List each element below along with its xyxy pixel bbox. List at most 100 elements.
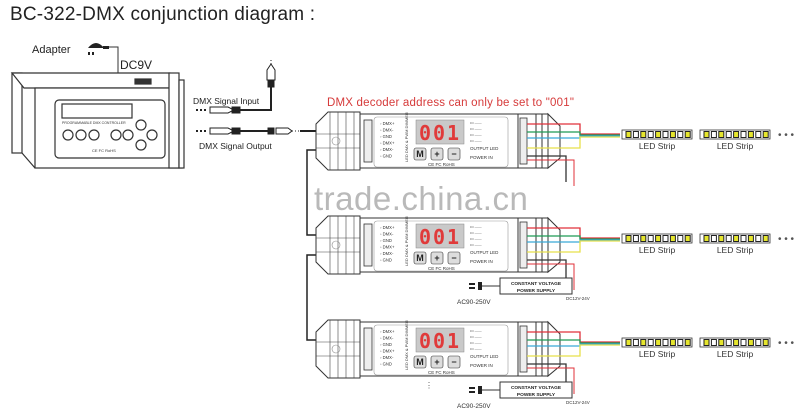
adapter-label: Adapter xyxy=(32,44,71,56)
led-chip xyxy=(669,131,676,138)
led-chip xyxy=(710,339,717,346)
led-chip xyxy=(703,339,710,346)
pin-label: ◦ DMX+ xyxy=(380,141,395,146)
led-chip xyxy=(725,339,732,346)
power-supply-line2: POWER SUPPLY xyxy=(517,392,556,398)
output-label: OUTPUT LED xyxy=(470,146,499,151)
decoder-button-label: M xyxy=(416,253,424,263)
led-strip-label: LED Strip xyxy=(639,141,676,151)
pin-label: ◦ GND xyxy=(380,362,392,367)
decoder-button-label: + xyxy=(434,357,439,367)
led-display xyxy=(415,119,465,145)
led-chip xyxy=(733,235,740,242)
plug-icon xyxy=(478,386,482,394)
led-chip xyxy=(647,339,654,346)
output-label: OUTPUT LED xyxy=(470,250,499,255)
decoder-button-label: + xyxy=(434,253,439,263)
led-chip xyxy=(703,235,710,242)
input-terminal xyxy=(363,223,373,267)
led-chip xyxy=(762,131,769,138)
continuation-dots: • • • xyxy=(778,130,795,141)
pin-label: ◦ DMX- xyxy=(380,147,394,152)
decoder-button-plus xyxy=(430,355,444,369)
pin-label: ◦ DMX- xyxy=(380,232,394,237)
led-chip xyxy=(755,235,762,242)
led-chip xyxy=(718,235,725,242)
screw-icon xyxy=(331,136,341,146)
led-chip xyxy=(662,235,669,242)
decoder-button-label: − xyxy=(451,357,456,367)
decoder-cert: CE FC RoHS xyxy=(428,162,455,167)
led-strip-2-1: LED Strip xyxy=(621,233,693,255)
led-strip-2-2: LED Strip xyxy=(699,233,771,255)
led-chip xyxy=(703,131,710,138)
led-display xyxy=(415,223,465,249)
led-chip xyxy=(762,235,769,242)
svg-text:••• ——: ••• —— xyxy=(470,237,482,241)
input-terminal xyxy=(363,327,373,371)
led-chip xyxy=(655,339,662,346)
svg-text:••• ——: ••• —— xyxy=(470,341,482,345)
continuation-dots: • • • xyxy=(778,338,795,349)
power-supply-line2: POWER SUPPLY xyxy=(517,288,556,294)
led-chip xyxy=(740,235,747,242)
decoder-button-label: − xyxy=(451,149,456,159)
led-display-value: 001 xyxy=(419,329,461,353)
pin-label: ◦ DMX+ xyxy=(380,349,395,354)
pin-label: ◦ DMX+ xyxy=(380,225,395,230)
decoder-side-text: LED DMX & PWM DIMMER xyxy=(404,320,409,370)
output-wire xyxy=(527,227,620,239)
decoder-side-text: LED DMX & PWM DIMMER xyxy=(404,112,409,162)
led-chip xyxy=(632,339,639,346)
led-strip-label: LED Strip xyxy=(717,141,754,151)
led-strip-label: LED Strip xyxy=(639,245,676,255)
diagram-title: BC-322-DMX conjunction diagram : xyxy=(10,4,316,25)
led-chip xyxy=(655,235,662,242)
led-chip xyxy=(647,131,654,138)
output-wire xyxy=(527,240,620,253)
dmx-input-cable xyxy=(196,60,276,114)
pin-label: ◦ DMX- xyxy=(380,355,394,360)
plug-icon xyxy=(478,282,482,290)
dc-voltage-label: DC12V-24V xyxy=(566,400,590,405)
dmx-signal-output-label: DMX Signal Output xyxy=(199,141,272,151)
led-chip xyxy=(718,131,725,138)
svg-text:••• ——: ••• —— xyxy=(470,121,482,125)
decoder-button-minus xyxy=(447,355,461,369)
screw-icon xyxy=(331,240,341,250)
led-chip xyxy=(718,339,725,346)
dc9v-label: DC9V xyxy=(120,58,153,72)
led-strip-1-1: LED Strip xyxy=(621,129,693,151)
controller-cert: CE FC RoHS xyxy=(92,148,116,153)
continuation-dots: • • • xyxy=(778,234,795,245)
led-display-value: 001 xyxy=(419,225,461,249)
dc-voltage-label: DC12V-24V xyxy=(566,296,590,301)
output-terminal xyxy=(519,325,528,373)
output-wire xyxy=(527,331,620,343)
output-terminal xyxy=(519,221,528,269)
decoder-button-plus xyxy=(430,251,444,265)
decoder-side-text: LED DMX & PWM DIMMER xyxy=(404,216,409,266)
led-strip-3-2: LED Strip xyxy=(699,337,771,359)
led-strip-3-1: LED Strip xyxy=(621,337,693,359)
led-display-value: 001 xyxy=(419,121,461,145)
pin-label: ◦ DMX- xyxy=(380,128,394,133)
pin-label: ◦ GND xyxy=(380,154,392,159)
pin-label: ◦ GND xyxy=(380,134,392,139)
ac-voltage-label: AC90-250V xyxy=(457,299,491,306)
decoder-cert: CE FC RoHS xyxy=(428,266,455,271)
output-wire xyxy=(527,123,620,135)
decoder-button-label: M xyxy=(416,357,424,367)
svg-text:••• ——: ••• —— xyxy=(470,347,482,351)
continuation-dots-vertical: ⋮ xyxy=(425,381,433,390)
svg-text:••• ——: ••• —— xyxy=(470,225,482,229)
pin-label: ◦ DMX- xyxy=(380,336,394,341)
led-chip xyxy=(632,235,639,242)
led-chip xyxy=(733,131,740,138)
led-strip-label: LED Strip xyxy=(639,349,676,359)
led-chip xyxy=(662,131,669,138)
dmx-signal-input-label: DMX Signal Input xyxy=(193,96,260,106)
input-terminal xyxy=(363,119,373,163)
